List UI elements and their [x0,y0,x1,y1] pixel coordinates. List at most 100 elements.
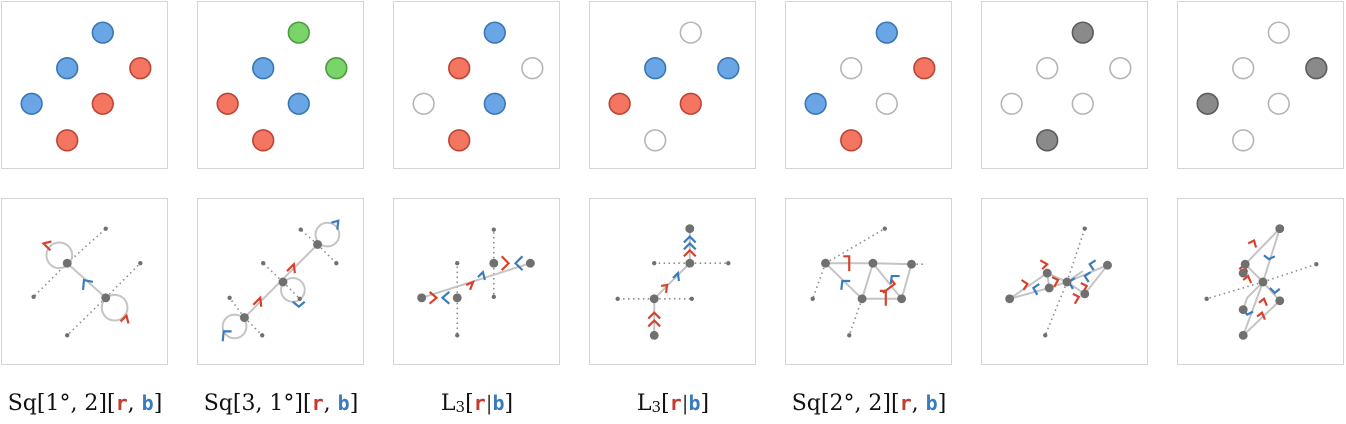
dot-red-ml [448,57,471,80]
diagram-panel-3 [393,198,560,365]
dot-red-l [216,92,239,115]
caption-3-sub: 3 [455,398,466,416]
caption-5-sep: , [911,391,926,416]
dot-red-l [608,92,631,115]
coloring-svg-7 [1196,21,1328,152]
diagram-panel-1 [1,198,168,365]
caption-3: L3[r|b] [393,388,561,422]
caption-3-suffix: ] [504,391,514,416]
dot-blue-t [483,21,506,44]
dot-blue-c [287,92,310,115]
caption-2-sep: , [323,391,338,416]
diagram-panel-4 [589,198,756,365]
caption-1-b: b [141,391,154,415]
dot-red-b [840,129,863,152]
caption-1-sep: , [127,391,142,416]
caption-2-suffix: ] [349,391,359,416]
coloring-panel-4 [589,1,756,169]
dot-gray-mr [1305,57,1328,80]
dot-blue-t [875,21,898,44]
caption-4: L3[r|b] [589,388,757,422]
diagram-svg-7 [1204,224,1319,340]
dot-empty-t [1267,21,1290,44]
dot-red-b [448,129,471,152]
dot-blue-ml [56,57,79,80]
coloring-svg-3 [412,21,544,152]
dot-red-c [91,92,114,115]
dot-red-b [252,129,275,152]
dot-red-b [56,129,79,152]
caption-5-b: b [925,391,938,415]
coloring-svg-6 [1000,21,1132,152]
dot-blue-l [804,92,827,115]
diagram-svg-1 [31,226,143,338]
dot-blue-mr [717,57,740,80]
caption-3-b: b [492,391,505,415]
caption-4-bar: | [681,391,689,415]
dot-blue-c [483,92,506,115]
diagram-svg-2 [221,219,341,342]
dot-gray-b [1036,129,1059,152]
dot-empty-l [1000,92,1023,115]
dot-empty-t [679,21,702,44]
coloring-svg-4 [608,21,740,152]
caption-5-suffix: ] [937,391,947,416]
caption-4-suffix: ] [700,391,710,416]
caption-5: Sq[2°, 2][r, b] [785,388,953,419]
diagram-svg-3 [417,227,535,338]
caption-4-sub: 3 [651,398,662,416]
coloring-svg-2 [216,21,348,152]
coloring-svg-1 [20,21,152,152]
diagram-panel-6 [981,198,1148,365]
caption-5-r: r [899,391,912,415]
caption-5-prefix: Sq[2°, 2][ [791,391,900,416]
dot-empty-l [412,92,435,115]
dot-blue-ml [252,57,275,80]
dot-empty-mr [521,57,544,80]
coloring-panel-1 [1,1,168,169]
dot-empty-ml [1036,57,1059,80]
caption-4-open: [ [661,391,670,416]
caption-2-prefix: Sq[3, 1°][ [203,391,312,416]
caption-2-b: b [337,391,350,415]
coloring-panel-2 [197,1,364,169]
dot-red-c [679,92,702,115]
dot-empty-mr [1109,57,1132,80]
caption-2: Sq[3, 1°][r, b] [197,388,365,419]
diagram-svg-5 [810,226,925,338]
coloring-panel-6 [981,1,1148,169]
dot-gray-l [1196,92,1219,115]
caption-3-r: r [473,391,486,415]
caption-3-prefix: L [440,391,456,416]
diagram-panel-5 [785,198,952,365]
coloring-panel-7 [1177,1,1344,169]
dot-empty-c [1267,92,1290,115]
caption-4-b: b [688,391,701,415]
dot-green-mr [325,57,348,80]
caption-4-prefix: L [636,391,652,416]
dot-empty-c [875,92,898,115]
dot-blue-ml [644,57,667,80]
dot-blue-l [20,92,43,115]
caption-1-r: r [115,391,128,415]
dot-empty-c [1071,92,1094,115]
dot-empty-b [644,129,667,152]
dot-gray-t [1071,21,1094,44]
dot-green-t [287,21,310,44]
caption-2-r: r [311,391,324,415]
dot-empty-ml [840,57,863,80]
caption-4-r: r [669,391,682,415]
caption-3-open: [ [465,391,474,416]
caption-3-bar: | [485,391,493,415]
dot-empty-b [1232,129,1255,152]
diagram-panel-2 [197,198,364,365]
coloring-panel-5 [785,1,952,169]
diagram-svg-6 [1005,226,1112,338]
coloring-panel-3 [393,1,560,169]
diagram-panel-7 [1177,198,1344,365]
caption-1: Sq[1°, 2][r, b] [1,388,169,419]
dot-red-mr [129,57,152,80]
dot-empty-ml [1232,57,1255,80]
caption-1-suffix: ] [153,391,163,416]
diagram-svg-4 [615,224,731,340]
